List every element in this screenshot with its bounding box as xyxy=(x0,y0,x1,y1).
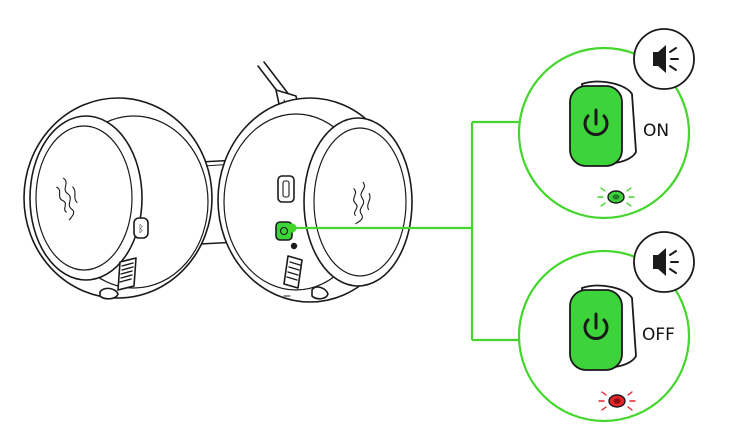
mic-volume-dial xyxy=(283,255,303,289)
led-indicator-icon xyxy=(598,391,636,411)
power-icon xyxy=(583,108,609,136)
callout-on: ON xyxy=(517,28,695,220)
razer-logo-icon xyxy=(56,177,78,221)
power-icon xyxy=(583,312,609,340)
led-indicator-icon xyxy=(597,187,635,207)
headset-illustration: ᛒ xyxy=(23,61,413,303)
speaker-icon xyxy=(653,248,679,276)
speaker-icon xyxy=(653,45,679,73)
volume-dial xyxy=(117,257,137,291)
state-label-on: ON xyxy=(643,121,669,141)
speaker-badge xyxy=(633,231,695,293)
state-label-off: OFF xyxy=(642,325,675,345)
power-button-large xyxy=(569,80,637,167)
callout-connectors xyxy=(287,120,528,342)
bluetooth-icon: ᛒ xyxy=(138,224,144,235)
bluetooth-button xyxy=(133,217,149,239)
callout-off: OFF xyxy=(517,231,695,423)
razer-logo-icon xyxy=(353,181,371,225)
right-ear-cup xyxy=(217,97,413,303)
left-ear-cup: ᛒ xyxy=(23,97,213,300)
usb-c-port xyxy=(277,175,295,203)
speaker-badge xyxy=(633,28,695,90)
power-button-large xyxy=(569,284,637,371)
